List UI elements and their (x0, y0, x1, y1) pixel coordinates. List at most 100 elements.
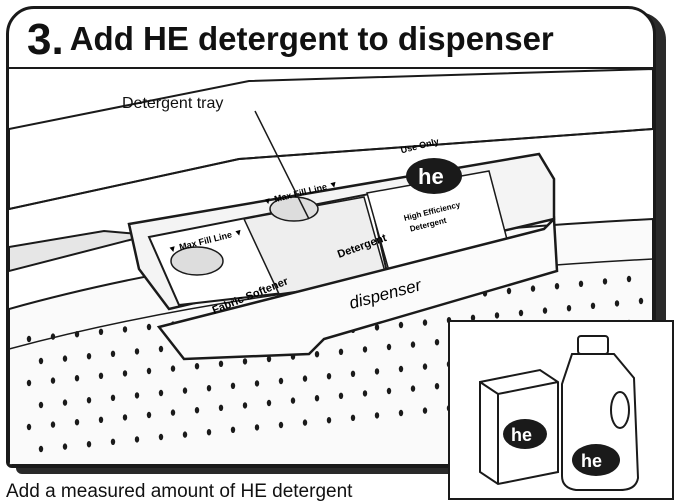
drum-hole (410, 385, 416, 392)
drum-hole (122, 370, 128, 377)
callout-leader-line (254, 110, 310, 220)
drum-hole (350, 414, 356, 421)
box-he-logo: he (511, 425, 532, 445)
drum-hole (398, 365, 404, 373)
drum-hole (350, 370, 356, 377)
drum-hole (602, 278, 608, 285)
drum-hole (266, 355, 272, 363)
drum-hole (398, 321, 404, 329)
drum-hole (206, 429, 212, 436)
badge-he-logo: he (418, 164, 444, 189)
drum-hole (242, 358, 248, 365)
instruction-caption: Add a measured amount of HE detergent (6, 481, 353, 502)
drum-hole (110, 438, 116, 445)
drum-hole (158, 345, 164, 353)
drum-hole (134, 436, 140, 443)
bottle-he-logo: he (581, 451, 602, 471)
drum-hole (638, 297, 644, 305)
drum-hole (386, 343, 392, 351)
drum-hole (326, 417, 332, 424)
drum-hole (74, 419, 80, 426)
drum-hole (170, 409, 176, 416)
drum-hole (86, 353, 92, 360)
drum-hole (302, 419, 308, 426)
drum-hole (26, 379, 32, 387)
step-title: 3.Add HE detergent to dispenser (27, 18, 554, 62)
drum-hole (26, 335, 32, 343)
drum-hole (254, 424, 260, 431)
drum-hole (614, 300, 620, 307)
softener-cup (170, 246, 224, 276)
drum-hole (266, 399, 272, 407)
drum-hole (62, 355, 68, 362)
washer-rim (9, 128, 653, 210)
drum-hole (158, 433, 164, 441)
drum-hole (242, 402, 248, 409)
drum-hole (182, 431, 188, 438)
drum-hole (86, 397, 92, 404)
drum-hole (338, 348, 344, 355)
drum-hole (38, 357, 44, 365)
drum-hole (110, 394, 116, 401)
drum-hole (74, 375, 80, 382)
drum-hole (26, 423, 32, 431)
drum-hole (362, 346, 368, 353)
drum-hole (122, 326, 128, 333)
drum-hole (110, 350, 116, 357)
drum-hole (122, 414, 128, 421)
drum-hole (146, 323, 152, 331)
drum-hole (470, 314, 476, 321)
drum-hole (542, 307, 548, 314)
drum-hole (194, 407, 200, 414)
drum-hole (626, 275, 632, 283)
drum-hole (578, 280, 584, 287)
drum-hole (206, 385, 212, 392)
drum-hole (146, 411, 152, 419)
drum-hole (590, 302, 596, 309)
detergent-bottle-icon: he (561, 335, 640, 491)
drum-hole (554, 283, 560, 290)
drum-hole (398, 409, 404, 417)
drum-hole (374, 324, 380, 331)
drum-hole (338, 392, 344, 399)
drum-hole (422, 407, 428, 414)
step-title-text: Add HE detergent to dispenser (69, 20, 554, 57)
drum-hole (98, 416, 104, 423)
detergent-box-icon: he (479, 368, 559, 486)
drum-hole (278, 421, 284, 429)
detergent-tray-callout: Detergent tray (122, 95, 224, 112)
drum-hole (530, 285, 536, 292)
drum-hole (230, 382, 236, 389)
he-products-illustration: he he (479, 335, 640, 491)
drum-hole (74, 331, 80, 338)
detergent-dispenser: ▼ Max Fill Line ▼ ▼ Max Fill Line ▼ Use … (127, 136, 559, 361)
dispenser-opening (9, 229, 150, 273)
drum-hole (194, 363, 200, 370)
drum-hole (134, 392, 140, 399)
drum-hole (362, 390, 368, 397)
drum-hole (50, 333, 56, 340)
drum-hole (422, 319, 428, 326)
drum-hole (218, 360, 224, 367)
drum-hole (230, 426, 236, 433)
drum-hole (566, 305, 572, 312)
step-number: 3. (27, 15, 64, 64)
drum-hole (386, 387, 392, 395)
drum-hole (218, 404, 224, 411)
drum-hole (254, 380, 260, 387)
he-logo-icon (406, 158, 462, 194)
drum-hole (494, 312, 500, 319)
drum-hole (134, 348, 140, 355)
drum-hole (98, 372, 104, 379)
drum-hole (374, 368, 380, 375)
drum-hole (38, 445, 44, 453)
drum-hole (434, 339, 440, 346)
drum-hole (278, 377, 284, 385)
drum-hole (374, 412, 380, 419)
drum-hole (158, 389, 164, 397)
drum-hole (38, 401, 44, 409)
drum-hole (518, 309, 524, 317)
drum-hole (182, 387, 188, 394)
drum-hole (422, 363, 428, 370)
drum-hole (326, 373, 332, 380)
